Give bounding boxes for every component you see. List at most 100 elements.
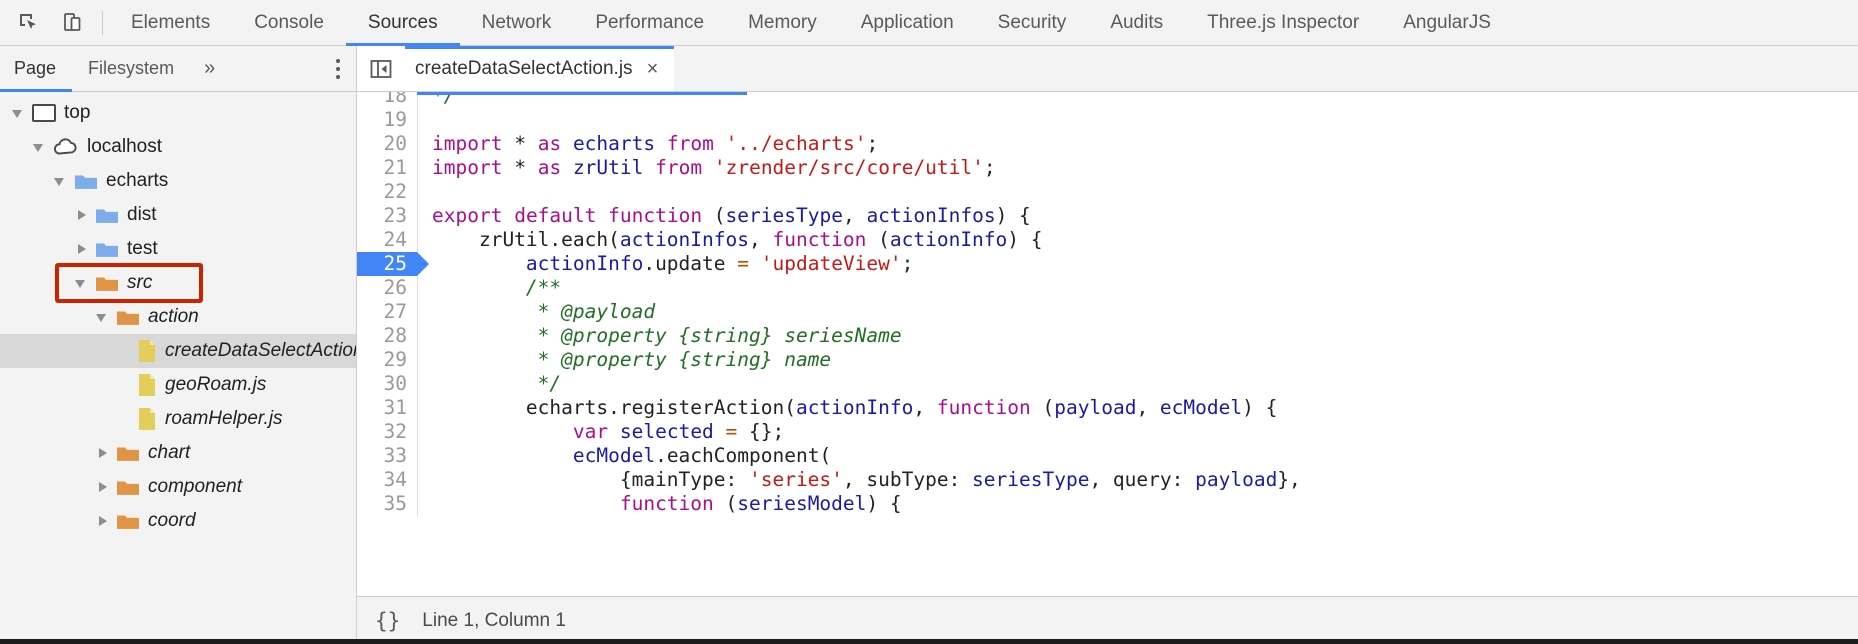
inspect-element-icon[interactable] [14, 8, 44, 38]
close-icon[interactable]: × [646, 57, 659, 80]
tree-item-action[interactable]: action [0, 300, 356, 334]
tree-item-label: top [64, 102, 91, 123]
tab-elements[interactable]: Elements [109, 0, 232, 45]
code-line-text[interactable]: var selected = {}; [572, 420, 785, 443]
gutter-border [417, 420, 418, 444]
line-number[interactable]: 24 [357, 228, 417, 252]
line-number[interactable]: 27 [357, 300, 417, 324]
code-line-text[interactable]: import * as zrUtil from 'zrender/src/cor… [432, 156, 996, 179]
code-line-text[interactable]: echarts.registerAction(actionInfo, funct… [432, 396, 1278, 419]
code-line-text[interactable]: * @property {string} seriesName [432, 324, 902, 347]
chevron-down-icon[interactable] [10, 104, 28, 122]
chevron-right-icon[interactable] [94, 444, 112, 462]
gutter-border [417, 396, 418, 420]
navigator-tab-filesystem[interactable]: Filesystem [72, 46, 190, 91]
tab-label: Performance [595, 11, 705, 33]
tree-spacer [115, 410, 133, 428]
tab-angularjs[interactable]: AngularJS [1381, 0, 1513, 45]
line-number[interactable]: 34 [357, 468, 417, 492]
tree-item-localhost[interactable]: localhost [0, 130, 356, 164]
tab-security[interactable]: Security [976, 0, 1089, 45]
pretty-print-icon[interactable]: {} [375, 608, 401, 633]
line-number[interactable]: 22 [357, 180, 417, 204]
tree-item-label: echarts [106, 170, 169, 191]
gutter-border [417, 108, 418, 132]
code-line-text[interactable]: * @payload [432, 300, 656, 323]
line-number[interactable]: 31 [357, 396, 417, 420]
tab-network[interactable]: Network [460, 0, 574, 45]
tab-application[interactable]: Application [839, 0, 976, 45]
chevron-down-icon[interactable] [94, 308, 112, 326]
line-number[interactable]: 33 [357, 444, 417, 468]
code-line-text[interactable]: */ [432, 372, 562, 395]
tree-item-label: geoRoam.js [165, 374, 267, 395]
code-line-text[interactable]: zrUtil.each(actionInfos, function (actio… [432, 228, 1043, 251]
gutter-border [417, 372, 418, 396]
line-number[interactable]: 26 [357, 276, 417, 300]
line-number[interactable]: 30 [357, 372, 417, 396]
tab-memory[interactable]: Memory [726, 0, 839, 45]
tree-item-component[interactable]: component [0, 470, 356, 504]
tree-item-coord[interactable]: coord [0, 504, 356, 538]
breakpoint-marker[interactable]: 25 [357, 252, 429, 276]
tree-item-dist[interactable]: dist [0, 198, 356, 232]
code-line-text[interactable]: /** [432, 276, 562, 299]
tree-item-roamHelper-js[interactable]: roamHelper.js [0, 402, 356, 436]
navigator-options-kebab-icon[interactable] [320, 58, 356, 79]
gutter-border [417, 468, 418, 492]
chevron-down-icon[interactable] [73, 274, 91, 292]
tab-label: Sources [367, 11, 438, 33]
gutter-border [417, 444, 418, 468]
code-line-text[interactable]: actionInfo.update = 'updateView'; [525, 252, 914, 275]
code-line: 30 */ [357, 372, 1858, 396]
code-line-text[interactable]: */ [432, 92, 456, 107]
navigator-tab-label: Page [14, 58, 57, 78]
code-line: 27 * @payload [357, 300, 1858, 324]
gutter-border [417, 492, 418, 516]
tab-console[interactable]: Console [232, 0, 346, 45]
tree-item-createDataSelectAction-js[interactable]: createDataSelectAction.js [0, 334, 356, 368]
chevron-right-icon[interactable] [94, 478, 112, 496]
code-line-text[interactable]: export default function (seriesType, act… [432, 204, 1031, 227]
editor-file-tab[interactable]: createDataSelectAction.js × [405, 46, 675, 91]
navigator-more-tabs-icon[interactable]: » [204, 57, 216, 79]
tree-item-label: localhost [87, 136, 162, 157]
tab-sources[interactable]: Sources [345, 0, 460, 46]
tree-item-src[interactable]: src [0, 266, 356, 300]
folder-orange-icon [116, 444, 140, 463]
chevron-right-icon[interactable] [73, 206, 91, 224]
line-number[interactable]: 21 [357, 156, 417, 180]
tab-threejs-inspector[interactable]: Three.js Inspector [1185, 0, 1381, 45]
tree-item-geoRoam-js[interactable]: geoRoam.js [0, 368, 356, 402]
chevron-right-icon[interactable] [94, 512, 112, 530]
tab-performance[interactable]: Performance [573, 0, 726, 45]
code-line-text[interactable]: import * as echarts from '../echarts'; [432, 132, 879, 155]
tab-label: AngularJS [1403, 11, 1491, 33]
line-number[interactable]: 19 [357, 108, 417, 132]
line-number[interactable]: 28 [357, 324, 417, 348]
chevron-down-icon[interactable] [31, 138, 49, 156]
show-navigator-icon[interactable] [357, 46, 405, 91]
tree-item-top[interactable]: top [0, 96, 356, 130]
tree-item-test[interactable]: test [0, 232, 356, 266]
tree-item-echarts[interactable]: echarts [0, 164, 356, 198]
device-toolbar-icon[interactable] [58, 8, 88, 38]
code-line-text[interactable]: ecModel.eachComponent( [572, 444, 832, 467]
toolbar-icon-group [0, 0, 98, 45]
line-number[interactable]: 18 [357, 92, 417, 108]
code-line-text[interactable]: {mainType: 'series', subType: seriesType… [432, 468, 1301, 491]
chevron-right-icon[interactable] [73, 240, 91, 258]
navigator-tab-page[interactable]: Page [0, 46, 73, 92]
line-number[interactable]: 20 [357, 132, 417, 156]
code-line-text[interactable]: * @property {string} name [432, 348, 832, 371]
line-number[interactable]: 35 [357, 492, 417, 516]
tree-item-chart[interactable]: chart [0, 436, 356, 470]
tab-audits[interactable]: Audits [1088, 0, 1185, 45]
chevron-down-icon[interactable] [52, 172, 70, 190]
line-number[interactable]: 29 [357, 348, 417, 372]
line-number[interactable]: 23 [357, 204, 417, 228]
code-line-text[interactable]: function (seriesModel) { [619, 492, 902, 515]
line-number[interactable]: 32 [357, 420, 417, 444]
